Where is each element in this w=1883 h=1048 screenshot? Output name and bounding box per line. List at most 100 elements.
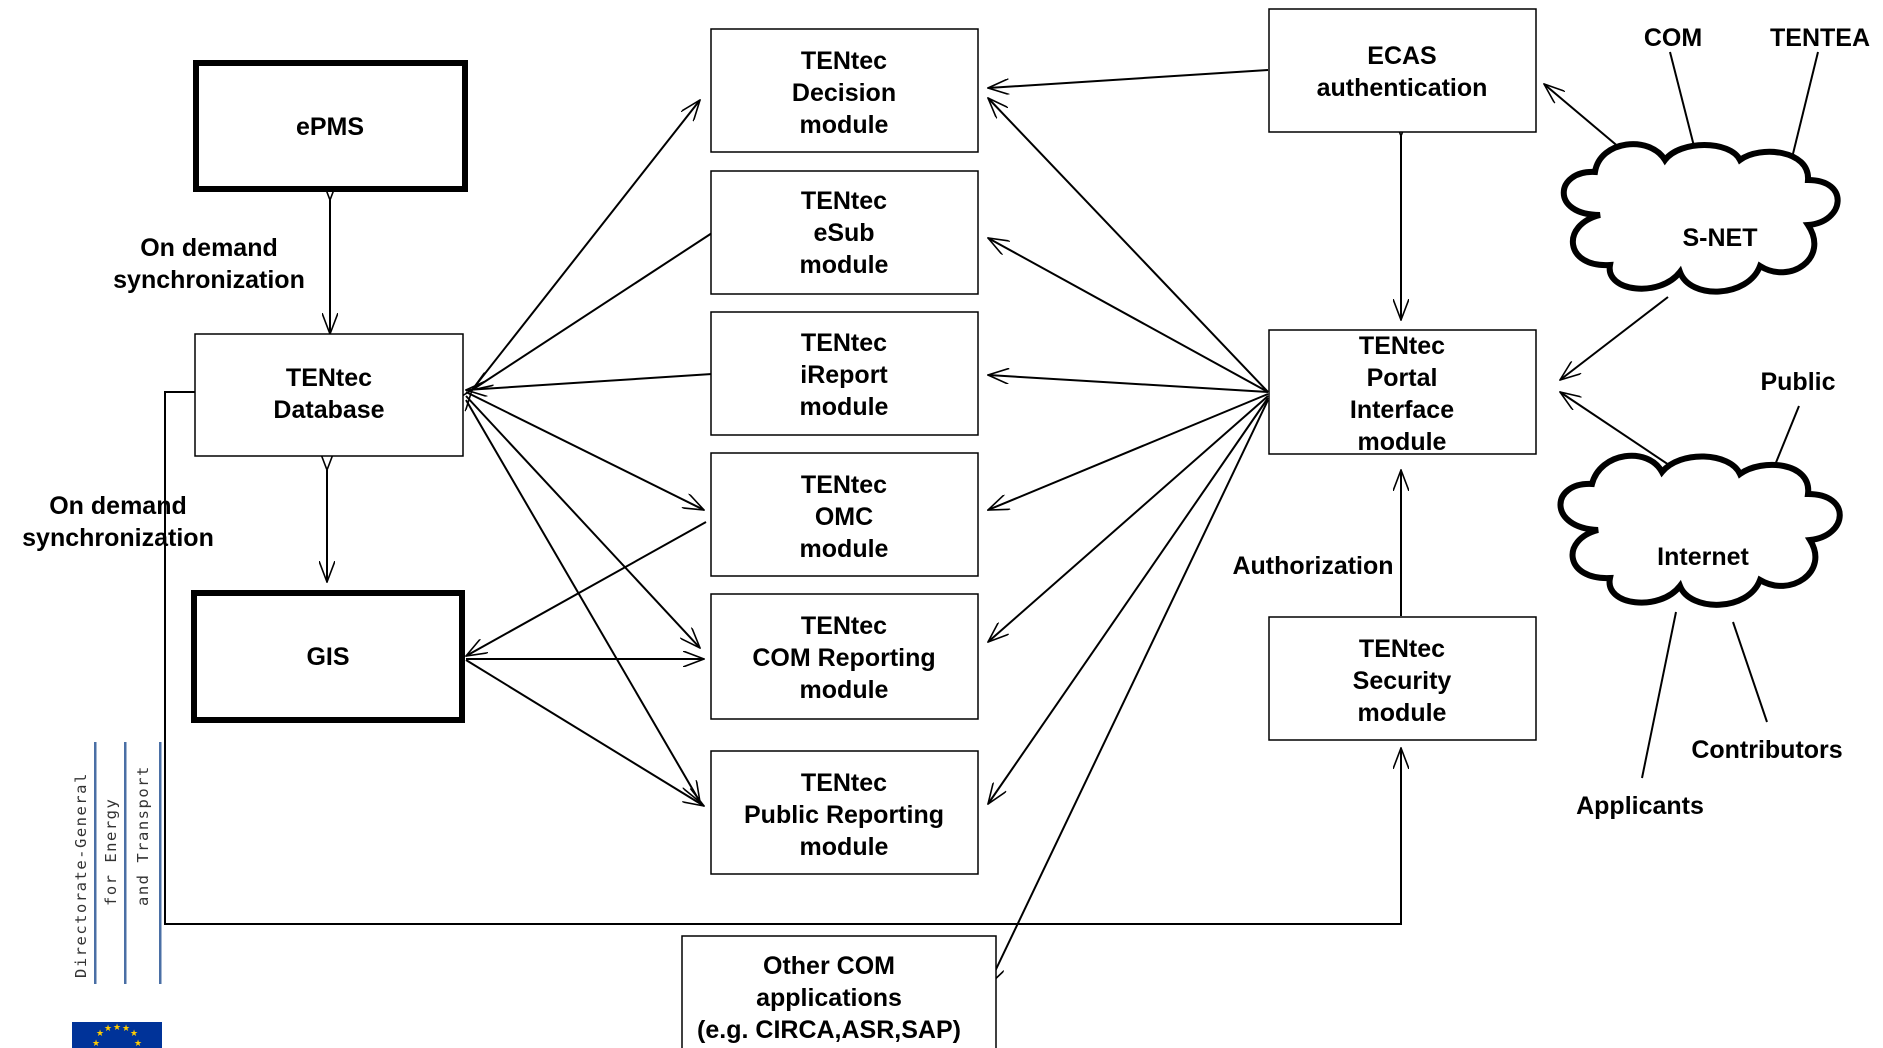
box-portal-line: TENtec — [1359, 332, 1445, 360]
box-com-reporting-line: module — [800, 676, 889, 704]
svg-text:★: ★ — [104, 1024, 112, 1034]
arrow-ecas-decision — [988, 69, 1269, 88]
svg-text:★: ★ — [130, 1029, 138, 1039]
svg-text:★: ★ — [122, 1024, 130, 1034]
box-esub-line: eSub — [813, 219, 874, 247]
box-decision-line: TENtec — [801, 47, 887, 75]
box-database-line: Database — [273, 396, 384, 424]
svg-text:Database: Database — [273, 396, 384, 424]
box-public-reporting-line: TENtec — [801, 769, 887, 797]
cloud-snet: S-NET — [1560, 141, 1841, 295]
label-applicants: Applicants — [1576, 792, 1704, 820]
box-omc-line: OMC — [815, 503, 873, 531]
svg-text:★: ★ — [113, 1023, 121, 1033]
box-public-reporting-line: module — [800, 833, 889, 861]
cloud-internet-label: Internet — [1657, 543, 1749, 571]
label-contributors: Contributors — [1691, 736, 1842, 764]
box-database: TENtec Database — [194, 333, 464, 457]
eu-flag — [72, 1022, 162, 1048]
arrow-database-omc — [465, 391, 704, 510]
arrow-portal-publicreporting — [988, 397, 1269, 804]
cloud-snet-label: S-NET — [1683, 224, 1758, 252]
connectors — [164, 51, 1819, 986]
arrow-portal-esub — [988, 238, 1269, 393]
arrow-gis-publicreporting — [465, 659, 704, 806]
label-sync-top: synchronization — [113, 266, 305, 294]
eu-flag-stars: ★ ★ ★ ★ ★ ★ ★ — [92, 1023, 142, 1048]
box-portal-line: Interface — [1350, 396, 1454, 424]
line-contributors-internet — [1732, 621, 1768, 723]
box-omc: TENtec OMC module — [710, 452, 979, 577]
box-com-reporting: TENtec COM Reporting module — [710, 593, 979, 720]
box-esub-line: TENtec — [801, 187, 887, 215]
box-decision-line: Decision — [792, 79, 896, 107]
svg-text:★: ★ — [134, 1039, 142, 1048]
box-decision: TENtec Decision module — [710, 28, 979, 153]
box-com-reporting-line: TENtec — [801, 612, 887, 640]
box-ireport-line: iReport — [800, 361, 888, 389]
box-other-com: Other COM applications (e.g. CIRCA,ASR,S… — [681, 935, 997, 1048]
arrow-esub-database — [472, 232, 713, 390]
logo-text-line: and Transport — [134, 765, 152, 906]
label-authorization: Authorization — [1232, 552, 1393, 580]
box-esub: TENtec eSub module — [710, 170, 979, 295]
cloud-internet: Internet — [1557, 452, 1843, 608]
box-ecas-line: ECAS — [1367, 42, 1436, 70]
box-esub-line: module — [800, 251, 889, 279]
box-security-line: Security — [1353, 667, 1452, 695]
box-other-com-line: (e.g. CIRCA,ASR,SAP) — [697, 1016, 961, 1044]
arrow-database-comreporting — [465, 395, 700, 648]
box-portal-line: module — [1358, 428, 1447, 456]
box-security-line: module — [1358, 699, 1447, 727]
logo-bar — [159, 742, 162, 984]
arrow-portal-decision — [988, 98, 1269, 393]
arrow-portal-omc — [988, 393, 1269, 511]
label-public: Public — [1760, 368, 1835, 396]
arrow-ireport-database — [466, 373, 713, 390]
line-tentea-snet — [1789, 51, 1819, 167]
free-labels: On demand synchronization On demand sync… — [22, 24, 1870, 820]
box-gis-line: GIS — [306, 643, 349, 671]
arrow-database-security — [164, 391, 1401, 925]
box-epms: ePMS — [193, 60, 468, 192]
box-ireport: TENtec iReport module — [710, 311, 979, 436]
box-portal-line: Portal — [1367, 364, 1438, 392]
box-security-line: TENtec — [1359, 635, 1445, 663]
box-ecas: ECAS authentication — [1268, 8, 1537, 133]
svg-text:★: ★ — [96, 1029, 104, 1039]
arrow-database-publicreporting — [465, 399, 700, 802]
box-epms-line: ePMS — [296, 113, 364, 141]
label-tentea: TENTEA — [1770, 24, 1870, 52]
arrow-snet-portal — [1560, 296, 1669, 380]
box-other-com-line: Other COM — [763, 952, 895, 980]
box-ecas-line: authentication — [1317, 74, 1488, 102]
arrow-portal-othercom — [988, 399, 1269, 986]
label-sync-bottom: synchronization — [22, 524, 214, 552]
box-public-reporting: TENtec Public Reporting module — [710, 750, 979, 875]
logo-bar — [94, 742, 97, 984]
box-ireport-line: module — [800, 393, 889, 421]
dg-tren-logo: Directorate-General for Energy and Trans… — [72, 742, 162, 1048]
logo-bar — [124, 742, 127, 984]
box-decision-line: module — [800, 111, 889, 139]
arrow-database-decision — [472, 100, 700, 390]
arrow-omc-gis — [466, 521, 707, 656]
box-com-reporting-line: COM Reporting — [752, 644, 935, 672]
box-other-com-line: applications — [756, 984, 902, 1012]
box-portal: TENtec Portal Interface module — [1268, 329, 1537, 456]
svg-text:TENtec: TENtec — [286, 364, 372, 392]
box-public-reporting-line: Public Reporting — [744, 801, 944, 829]
svg-text:ePMS: ePMS — [296, 113, 364, 141]
logo-text-line: for Energy — [102, 798, 120, 906]
svg-text:★: ★ — [92, 1039, 100, 1048]
line-applicants-internet — [1641, 611, 1677, 779]
arrow-portal-ireport — [988, 375, 1269, 393]
logo-text-line: Directorate-General — [72, 772, 90, 978]
box-gis: GIS — [191, 590, 465, 723]
line-com-snet — [1669, 51, 1698, 159]
box-security: TENtec Security module — [1268, 616, 1537, 741]
label-com: COM — [1644, 24, 1702, 52]
label-sync-bottom: On demand — [49, 492, 187, 520]
box-omc-line: TENtec — [801, 471, 887, 499]
